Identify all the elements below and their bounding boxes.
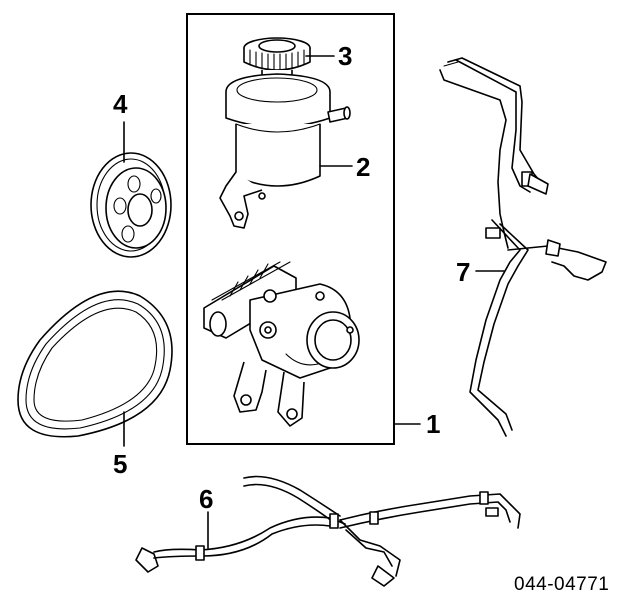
pump-pulley bbox=[90, 121, 172, 258]
callout-7: 7 bbox=[456, 257, 470, 287]
assembly-frame bbox=[186, 13, 395, 445]
callout-4: 4 bbox=[113, 89, 128, 119]
callout-3: 3 bbox=[338, 41, 352, 71]
drive-belt bbox=[17, 290, 173, 447]
diagram-number: 044-04771 bbox=[514, 574, 609, 595]
callout-2: 2 bbox=[356, 152, 370, 182]
reservoir-tank bbox=[219, 73, 351, 229]
callout-5: 5 bbox=[113, 449, 127, 479]
callout-6: 6 bbox=[199, 484, 213, 514]
power-steering-pump bbox=[203, 261, 360, 427]
return-tube bbox=[439, 57, 607, 437]
pressure-hose bbox=[135, 475, 521, 587]
callout-1: 1 bbox=[426, 409, 440, 439]
